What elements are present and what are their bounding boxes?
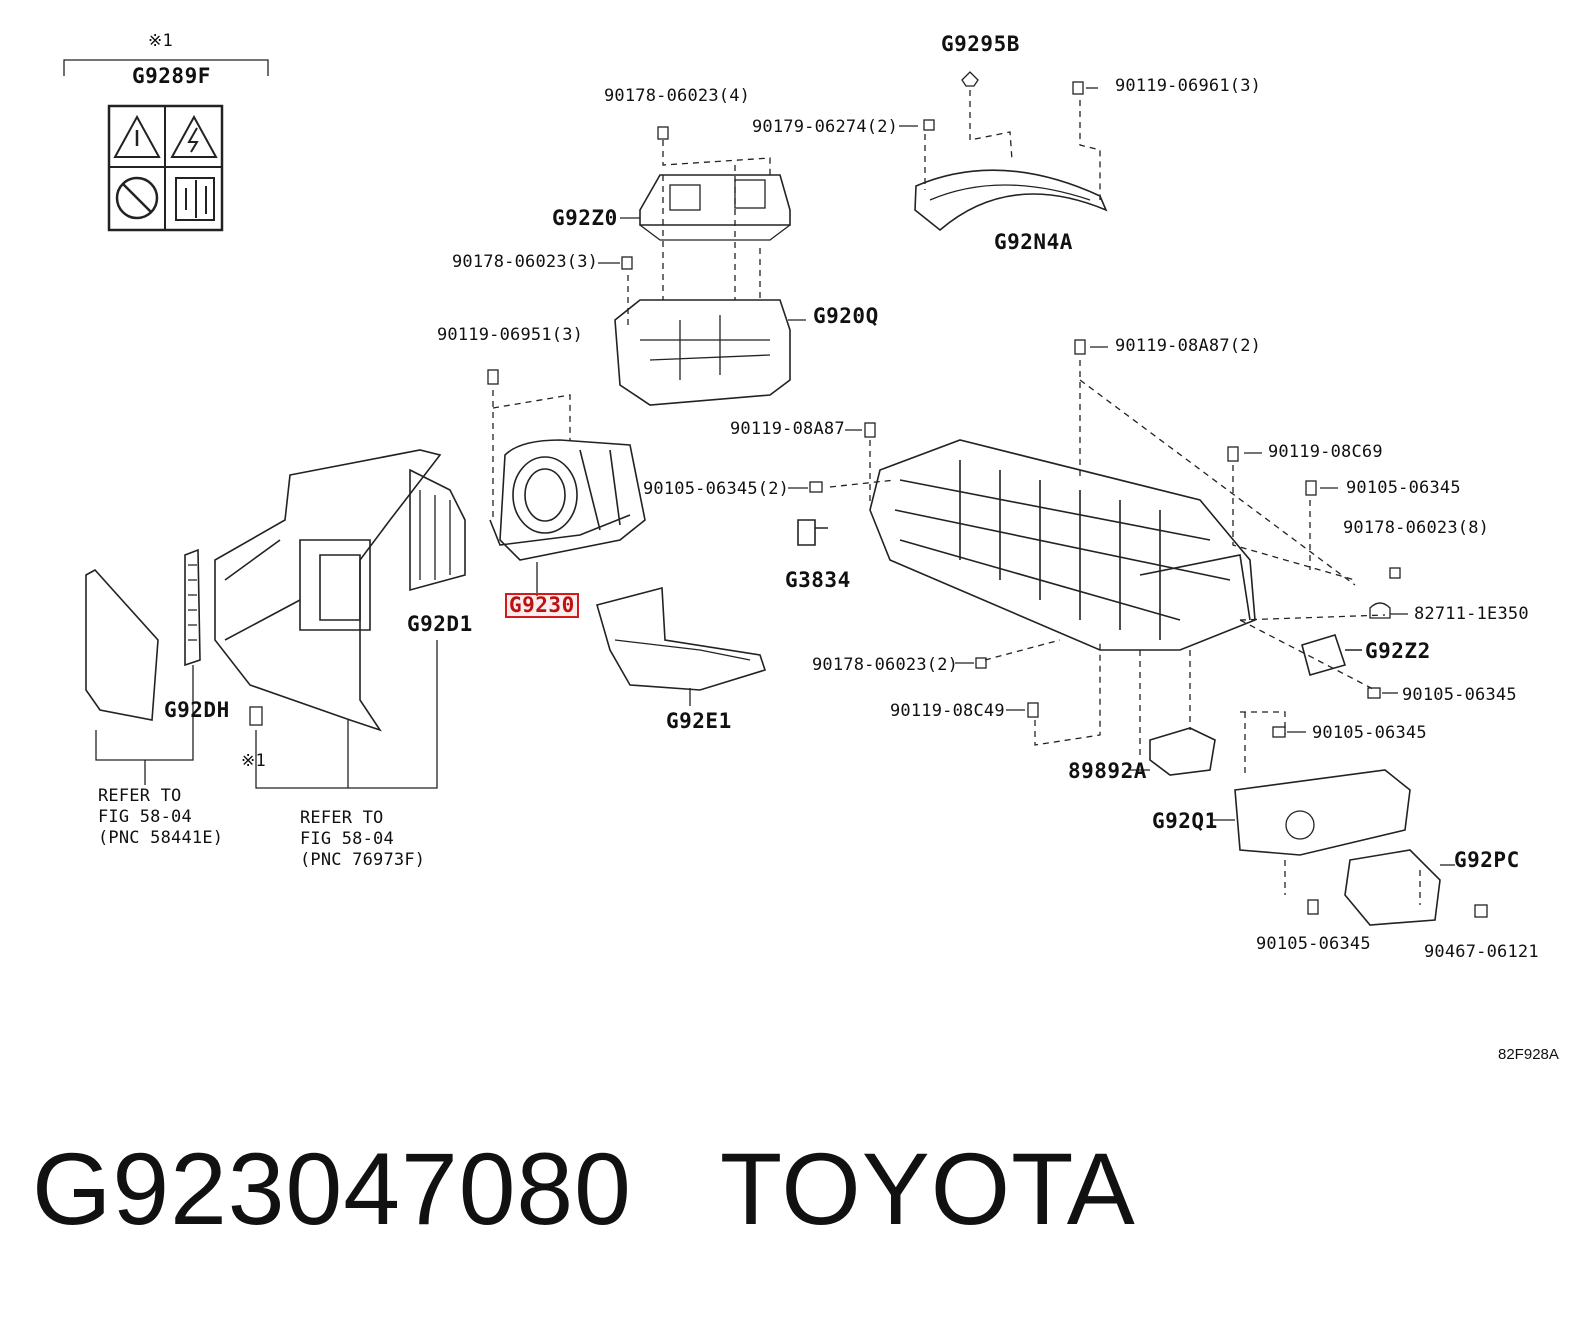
g92e1-duct xyxy=(596,586,767,691)
g92z2-part xyxy=(1301,634,1362,676)
highlighted-part-label-g9230[interactable]: G9230 xyxy=(505,593,579,618)
g9295b-clip xyxy=(961,71,979,87)
part-label-90119-06961-3: 90119-06961(3) xyxy=(1115,76,1262,96)
part-label-90105-06345-b: 90105-06345 xyxy=(1402,685,1517,705)
part-label-82711-1e350: 82711-1E350 xyxy=(1414,604,1529,624)
part-label-90178-06023-4: 90178-06023(4) xyxy=(604,86,751,106)
trim-panel xyxy=(214,449,442,732)
g92dh-vent xyxy=(184,548,201,667)
part-label-g9289f: G9289F xyxy=(132,64,211,88)
part-label-90178-06023-3: 90178-06023(3) xyxy=(452,252,599,272)
figure-code: 82F928A xyxy=(1498,1046,1559,1063)
part-label-90105-06345-a: 90105-06345 xyxy=(1346,478,1461,498)
part-label-90119-08a87: 90119-08A87 xyxy=(730,419,845,439)
note-mark-top: ※1 xyxy=(148,31,173,51)
g9230-blower xyxy=(489,439,646,561)
part-label-90105-06345-c: 90105-06345 xyxy=(1312,723,1427,743)
caption-part-number: G923047080 xyxy=(32,1132,632,1246)
g92d1-panel xyxy=(409,468,466,592)
part-label-90467-06121: 90467-06121 xyxy=(1424,942,1539,962)
g920q-tray xyxy=(614,299,791,406)
warning-label-icon xyxy=(107,104,224,232)
part-label-g92q1: G92Q1 xyxy=(1152,809,1218,833)
g92pc-duct xyxy=(1344,849,1441,926)
part-label-g92n4a: G92N4A xyxy=(994,230,1073,254)
g92q1-blower xyxy=(1234,769,1411,856)
89892a-ecu xyxy=(1149,727,1216,776)
refer-note-left: REFER TO FIG 58-04 (PNC 58441E) xyxy=(98,786,224,848)
part-label-g92pc: G92PC xyxy=(1454,848,1520,872)
left-panel xyxy=(85,568,159,721)
part-label-g92dh: G92DH xyxy=(164,698,230,722)
battery-pack xyxy=(869,439,1256,651)
refer-note-right: REFER TO FIG 58-04 (PNC 76973F) xyxy=(300,808,426,870)
part-label-g3834: G3834 xyxy=(785,568,851,592)
g3834-sensor xyxy=(797,519,828,546)
part-label-90119-06951-3: 90119-06951(3) xyxy=(437,325,584,345)
g92n4a-duct xyxy=(914,169,1108,232)
note-mark-bottom: ※1 xyxy=(241,751,266,771)
part-label-90119-08c49: 90119-08C49 xyxy=(890,701,1005,721)
caption-brand: TOYOTA xyxy=(719,1132,1136,1246)
part-label-90178-06023-2: 90178-06023(2) xyxy=(812,655,959,675)
part-label-g92e1: G92E1 xyxy=(666,709,732,733)
part-label-g92z2: G92Z2 xyxy=(1365,639,1431,663)
part-label-90179-06274-2: 90179-06274(2) xyxy=(752,117,899,137)
part-label-g920q: G920Q xyxy=(813,304,879,328)
part-label-90105-06345-d: 90105-06345 xyxy=(1256,934,1371,954)
part-label-90119-08c69: 90119-08C69 xyxy=(1268,442,1383,462)
part-label-90105-06345-2: 90105-06345(2) xyxy=(643,479,790,499)
82711-clip xyxy=(1369,602,1408,619)
part-label-90178-06023-8: 90178-06023(8) xyxy=(1343,518,1490,538)
part-label-89892a: 89892A xyxy=(1068,759,1147,783)
part-label-g92z0: G92Z0 xyxy=(552,206,618,230)
part-label-g92d1: G92D1 xyxy=(407,612,473,636)
part-label-90119-08a87-2: 90119-08A87(2) xyxy=(1115,336,1262,356)
label-bracket xyxy=(63,59,269,76)
part-label-g9295b: G9295B xyxy=(941,32,1020,56)
